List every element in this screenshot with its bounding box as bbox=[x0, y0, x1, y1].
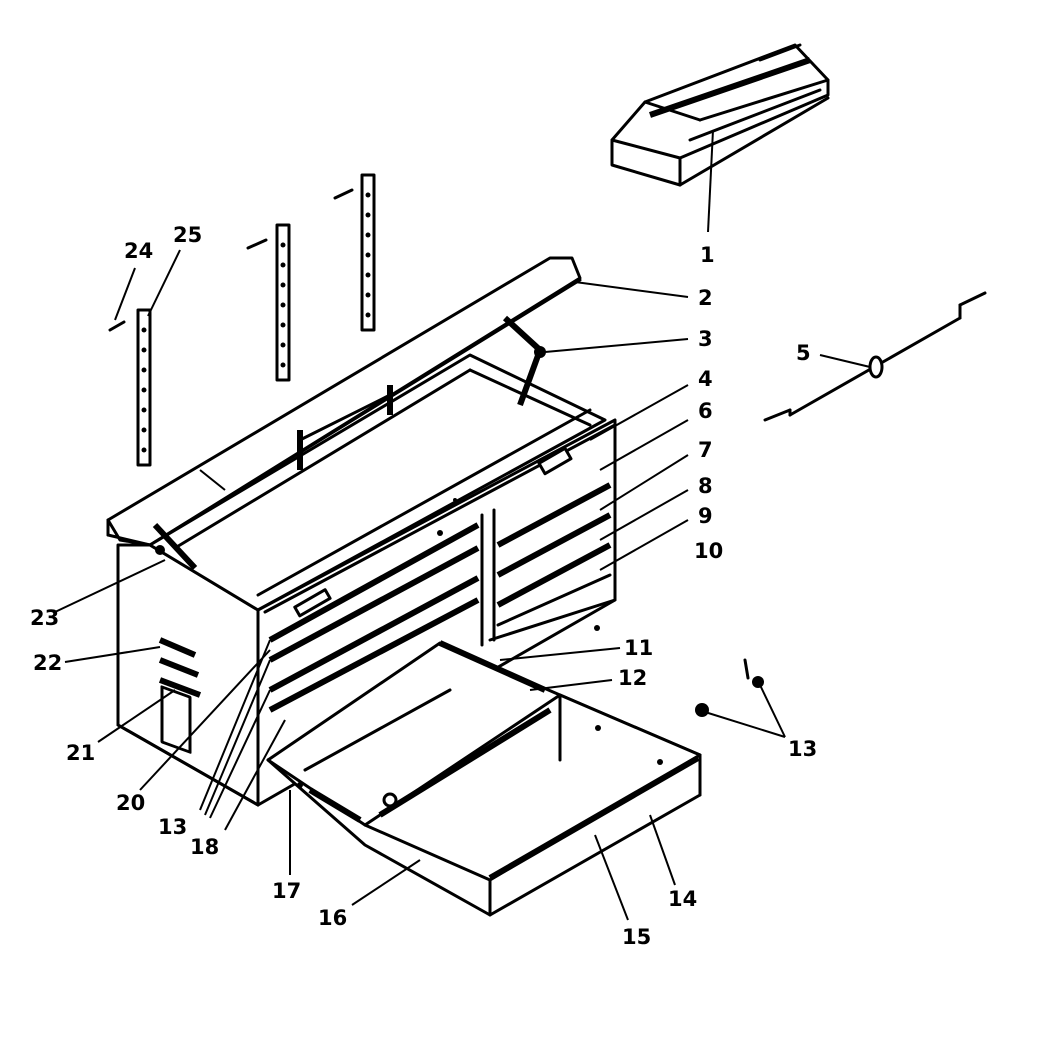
label-10: 10 bbox=[694, 539, 723, 563]
label-5: 5 bbox=[796, 341, 811, 365]
label-22: 22 bbox=[33, 651, 62, 675]
label-18: 18 bbox=[190, 835, 219, 859]
label-13-right: 13 bbox=[788, 737, 817, 761]
label-8: 8 bbox=[698, 474, 713, 498]
hinge-strips bbox=[108, 173, 376, 467]
leader-lines bbox=[54, 129, 871, 921]
label-1: 1 bbox=[700, 243, 715, 267]
label-14: 14 bbox=[668, 887, 697, 911]
label-15: 15 bbox=[622, 925, 651, 949]
label-17: 17 bbox=[272, 879, 301, 903]
label-23: 23 bbox=[30, 606, 59, 630]
lift-out-tray bbox=[610, 43, 830, 187]
screws bbox=[695, 658, 764, 717]
lid-stay bbox=[502, 315, 546, 407]
label-7: 7 bbox=[698, 438, 713, 462]
label-2: 2 bbox=[698, 286, 713, 310]
side-handle bbox=[158, 637, 202, 754]
label-4: 4 bbox=[698, 367, 713, 391]
label-16: 16 bbox=[318, 906, 347, 930]
label-11: 11 bbox=[624, 636, 653, 660]
label-6: 6 bbox=[698, 399, 713, 423]
label-13-left: 13 bbox=[158, 815, 187, 839]
lid-support-left bbox=[152, 522, 198, 571]
bottom-drawer bbox=[266, 640, 702, 917]
lock-rod bbox=[763, 291, 987, 422]
label-3: 3 bbox=[698, 327, 713, 351]
label-21: 21 bbox=[66, 741, 95, 765]
part-labels: 1 2 3 4 5 6 7 8 9 10 11 12 13 14 15 16 1… bbox=[30, 223, 817, 949]
label-20: 20 bbox=[116, 791, 145, 815]
label-25: 25 bbox=[173, 223, 202, 247]
label-24: 24 bbox=[124, 239, 153, 263]
label-12: 12 bbox=[618, 666, 647, 690]
label-9: 9 bbox=[698, 504, 713, 528]
